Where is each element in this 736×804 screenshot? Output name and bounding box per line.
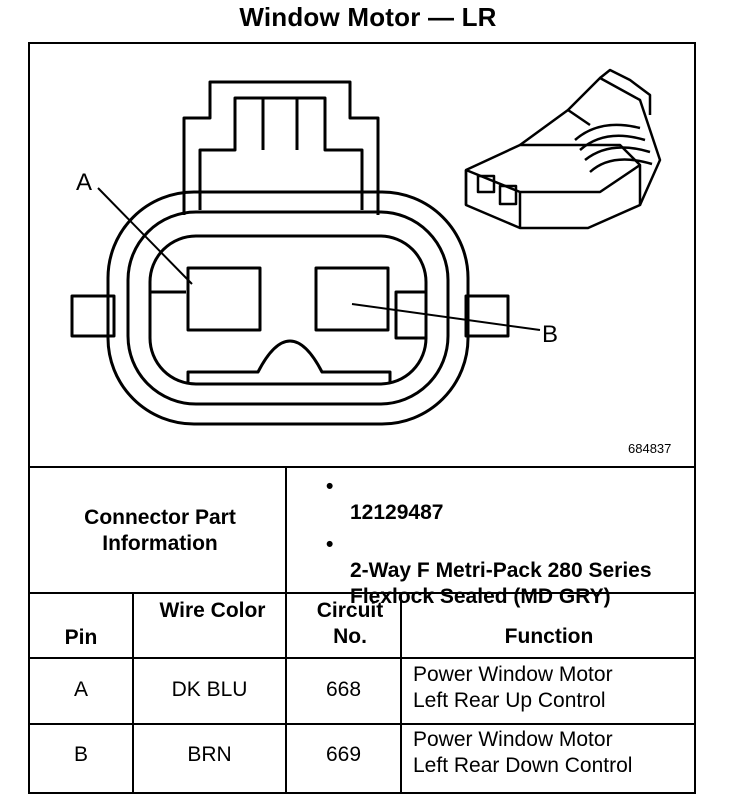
row-b-wire-color: BRN: [187, 743, 232, 766]
circuit-divider: [400, 592, 402, 794]
terminal-a: [186, 266, 262, 332]
row-b-pin: B: [73, 743, 88, 766]
header-function: Function: [504, 625, 594, 648]
callout-label-a: A: [76, 169, 92, 196]
page-title: Window Motor — LR: [239, 2, 497, 32]
terminal-b: [314, 266, 390, 332]
row-a-bottom-border: [28, 723, 696, 725]
housing-cavity: [148, 234, 428, 386]
diagram-frame: [28, 42, 696, 794]
callout-label-b: B: [542, 321, 558, 348]
header-circuit-no: Circuit No.: [316, 599, 384, 648]
row-a-function: Power Window Motor Left Rear Up Control: [413, 663, 613, 712]
keyway: [186, 339, 392, 384]
latch-rib: [261, 98, 299, 150]
info-divider: [285, 466, 287, 794]
connector-3d-sketch: [464, 68, 662, 230]
latch-inner: [198, 96, 364, 210]
row-b-circuit: 669: [325, 743, 362, 766]
row-a-circuit: 668: [325, 678, 362, 701]
housing-outer: [106, 190, 470, 426]
left-ear: [70, 294, 116, 338]
header-wire-color: Wire Color: [159, 599, 266, 622]
callout-line-b: [351, 303, 541, 331]
row-b-function: Power Window Motor Left Rear Down Contro…: [413, 728, 633, 777]
connector-info-label: Connector Part Information: [84, 506, 236, 555]
connector-info-list: •12129487 •2-Way F Metri-Pack 280 Series…: [326, 474, 690, 610]
right-tab: [394, 290, 428, 340]
info-item-part-number: •12129487: [326, 475, 444, 524]
row-a-wire-color: DK BLU: [171, 678, 248, 701]
info-bottom-border: [28, 592, 696, 594]
info-item-description: •2-Way F Metri-Pack 280 Series Flexlock …: [326, 533, 652, 608]
figure-id: 684837: [628, 441, 672, 456]
latch-outline: [182, 80, 380, 215]
pin-divider: [132, 592, 134, 794]
header-pin: Pin: [64, 626, 98, 649]
right-ear: [464, 294, 510, 338]
callout-line-a: [97, 187, 193, 285]
housing-seal: [126, 210, 450, 406]
row-a-pin: A: [73, 678, 88, 701]
header-bottom-border: [28, 657, 696, 659]
table-top-border: [28, 466, 696, 468]
